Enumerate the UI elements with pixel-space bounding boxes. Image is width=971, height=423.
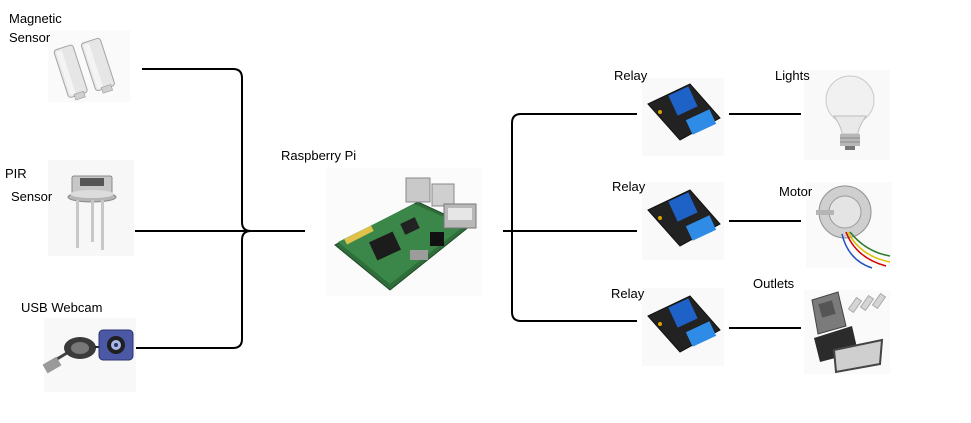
motor-image <box>806 182 892 269</box>
outlets-label: Outlets <box>753 276 795 291</box>
motor-label: Motor <box>779 184 813 199</box>
pir-sensor-image <box>48 160 134 256</box>
relay-module-image-2 <box>642 182 724 260</box>
magnetic-sensor-image <box>48 30 130 102</box>
relay-label-3: Relay <box>611 286 645 301</box>
magnetic-sensor-label-line1: Magnetic <box>9 11 62 26</box>
lights-label: Lights <box>775 68 810 83</box>
raspberry-pi-label: Raspberry Pi <box>281 148 357 163</box>
relay-3-connector <box>511 231 637 322</box>
pir-sensor-label-line2: Sensor <box>11 189 53 204</box>
relay-module-image-3 <box>642 288 724 366</box>
usb-webcam-image <box>42 318 136 392</box>
relay-label-2: Relay <box>612 179 646 194</box>
webcam-connector <box>132 230 252 349</box>
usb-webcam-label: USB Webcam <box>21 300 103 315</box>
relay-label-1: Relay <box>614 68 648 83</box>
connector-lines <box>132 68 801 349</box>
light-bulb-image <box>804 70 890 160</box>
relay-module-image-1 <box>642 78 724 156</box>
raspberry-pi-image <box>326 168 482 296</box>
outlets-image <box>804 290 890 374</box>
pir-sensor-label-line1: PIR <box>5 166 27 181</box>
magnetic-sensor-label-line2: Sensor <box>9 30 51 45</box>
pi-to-relays-connector <box>503 113 637 232</box>
